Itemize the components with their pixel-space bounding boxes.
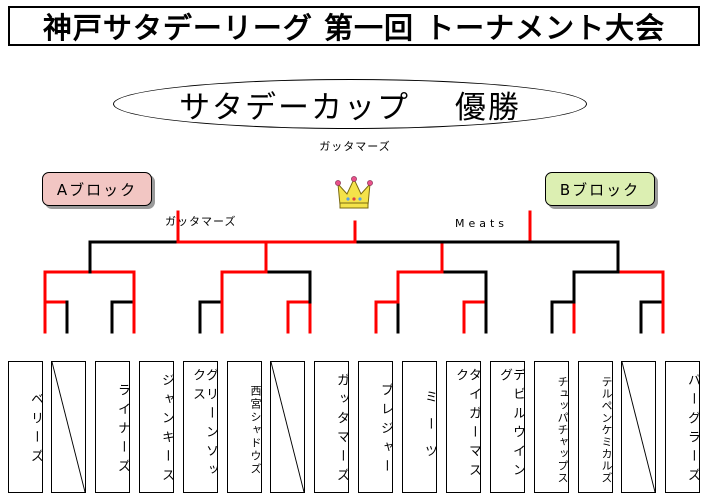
team-box: チュッパチャップス xyxy=(534,361,569,493)
bye-box xyxy=(621,361,656,493)
finalist-left-name: ガッタマーズ xyxy=(165,215,237,228)
bracket-line xyxy=(43,270,92,304)
team-name: テルペンケミカルズ xyxy=(600,376,613,484)
block-b-label: Bブロック xyxy=(545,172,655,206)
team-name: ライナーズ xyxy=(115,382,130,478)
bracket-line xyxy=(528,240,620,274)
bye-slash-icon xyxy=(622,362,655,492)
team-box: グリーンソックス xyxy=(183,361,218,493)
champion-name: ガッタマーズ xyxy=(319,140,391,153)
bracket-line xyxy=(220,270,268,304)
team-box: デビルウイング xyxy=(490,361,525,493)
team-name: 西宮シャドウズ xyxy=(249,384,262,476)
bracket-line xyxy=(176,240,268,274)
team-name: タイガーマスク xyxy=(453,368,481,482)
team-box: テルペンケミカルズ xyxy=(578,361,613,493)
team-name: チュッパチャップス xyxy=(556,376,569,484)
bracket-line xyxy=(550,300,576,334)
team-name: ガッタマーズ xyxy=(334,373,349,487)
bracket-line xyxy=(639,300,665,334)
finalist-right-name: Meats xyxy=(455,217,509,230)
tournament-title: 神戸サタデーリーグ 第一回 トーナメント大会 xyxy=(8,6,700,46)
bye-box xyxy=(51,361,86,493)
team-box: プレジャー xyxy=(358,361,393,493)
team-name: ミーツ xyxy=(422,389,437,471)
bye-box xyxy=(270,361,305,493)
bracket-line xyxy=(286,300,312,334)
team-box: ベリーズ xyxy=(8,361,43,493)
bracket-line xyxy=(88,240,180,274)
bye-slash-icon xyxy=(52,362,85,492)
block-a-label: Aブロック xyxy=(42,172,152,206)
team-name: ジャンキース xyxy=(159,373,174,487)
team-box: ジャンキース xyxy=(139,361,174,493)
bracket-line xyxy=(374,300,400,334)
team-name: プレジャー xyxy=(378,382,393,478)
team-box: タイガーマスク xyxy=(446,361,481,493)
bracket-line xyxy=(572,270,620,304)
team-name: ベリーズ xyxy=(28,392,43,468)
bracket-line xyxy=(616,270,665,304)
bracket-line xyxy=(110,300,136,334)
crown-icon xyxy=(335,176,373,209)
cup-champion-banner: サタデーカップ 優勝 xyxy=(113,79,587,129)
team-box: ライナーズ xyxy=(95,361,130,493)
bracket-line xyxy=(440,270,488,304)
team-box: 西宮シャドウズ xyxy=(227,361,262,493)
bracket-line xyxy=(440,240,532,274)
bracket-line xyxy=(198,300,224,334)
team-name: デビルウイング xyxy=(497,368,525,482)
team-box: ミーツ xyxy=(402,361,437,493)
team-name: グリーンソックス xyxy=(190,368,218,482)
bracket-line xyxy=(462,300,488,334)
bye-slash-icon xyxy=(271,362,304,492)
team-box: ガッタマーズ xyxy=(314,361,349,493)
bracket-line xyxy=(264,270,312,304)
bracket-line xyxy=(88,270,136,304)
team-name: バーグラーズ xyxy=(685,373,700,487)
team-box: バーグラーズ xyxy=(665,361,700,493)
bracket-line xyxy=(43,300,69,334)
bracket-line xyxy=(396,270,444,304)
